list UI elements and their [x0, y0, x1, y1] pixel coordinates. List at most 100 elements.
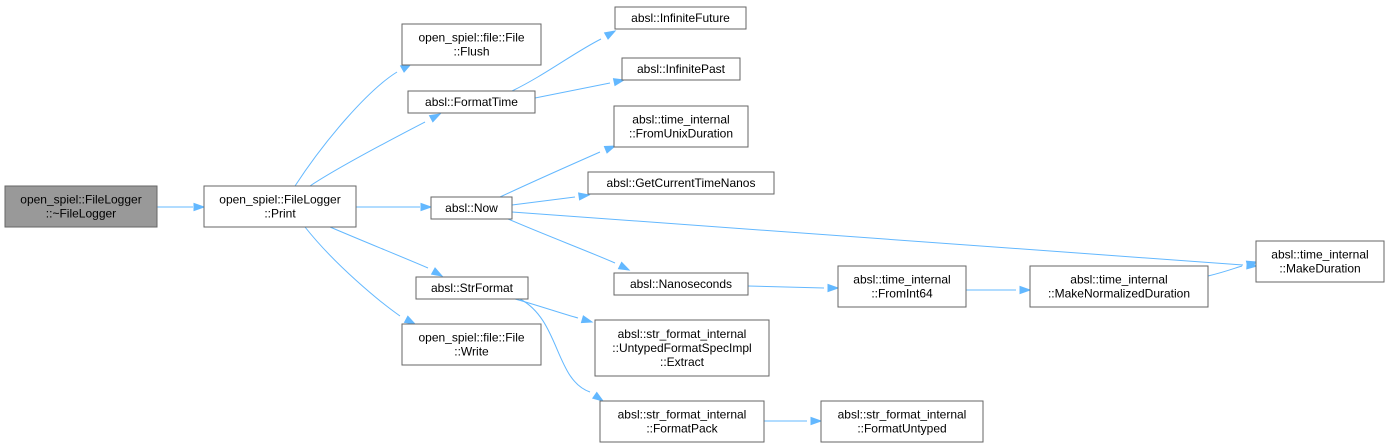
edge-now-to-getnanos [511, 192, 591, 206]
arrowhead-icon [193, 202, 206, 212]
node-box [401, 23, 542, 66]
node-print[interactable]: open_spiel::FileLogger::Print [203, 185, 357, 228]
edge-line [511, 211, 1244, 266]
node-label: absl::FormatTime [425, 95, 518, 109]
edge-line [304, 226, 401, 317]
edge-line [511, 196, 576, 206]
edge-print-to-strformat [329, 226, 444, 277]
node-label: open_spiel::file::File [418, 331, 524, 345]
node-flush[interactable]: open_spiel::file::File::Flush [401, 23, 542, 66]
node-label: ::FromUnixDuration [629, 127, 733, 141]
edge-fromint64-to-mknorm [966, 285, 1032, 295]
edge-line [1207, 265, 1243, 277]
node-fromint64[interactable]: absl::time_internal::FromInt64 [837, 265, 967, 308]
node-box [430, 196, 513, 220]
arrowhead-icon [1245, 260, 1259, 269]
node-getnanos[interactable]: absl::GetCurrentTimeNanos [587, 171, 775, 195]
node-fmtuntyped[interactable]: absl::str_format_internal::FormatUntyped [820, 400, 984, 443]
node-box [621, 57, 741, 81]
edge-line [309, 121, 426, 187]
node-label: absl::str_format_internal [618, 327, 747, 341]
arrowhead-icon [603, 30, 617, 40]
edge-fmtpack-to-fmtuntyped [764, 416, 823, 426]
edge-line [519, 298, 591, 393]
node-root: open_spiel::FileLogger::~FileLogger [4, 185, 158, 228]
node-strformat[interactable]: absl::StrFormat [415, 276, 529, 300]
arrowhead-icon [428, 113, 442, 123]
edge-root-to-print [157, 202, 206, 212]
node-fromunix[interactable]: absl::time_internal::FromUnixDuration [613, 105, 749, 148]
arrowhead-icon [580, 315, 594, 324]
node-label: ::Extract [660, 355, 705, 369]
arrowhead-icon [603, 145, 617, 154]
node-label: ::~FileLogger [46, 207, 116, 221]
node-label: absl::time_internal [1070, 273, 1167, 287]
edge-nanos-to-fromint64 [747, 283, 840, 293]
node-label: ::Flush [453, 45, 489, 59]
node-box [401, 323, 542, 366]
edge-line [499, 151, 601, 198]
node-fmtpack[interactable]: absl::str_format_internal::FormatPack [599, 400, 765, 443]
edge-strformat-to-fmtpack [519, 298, 605, 402]
edge-print-to-formattime [309, 113, 442, 187]
edge-print-to-write [304, 226, 417, 325]
arrowhead-icon [810, 416, 823, 426]
node-label: open_spiel::FileLogger [20, 193, 141, 207]
arrowhead-icon [612, 78, 626, 87]
arrowhead-icon [827, 283, 840, 293]
node-box [614, 6, 747, 30]
node-label: ::UntypedFormatSpecImpl [612, 341, 751, 355]
node-mkdur[interactable]: absl::time_internal::MakeDuration [1255, 240, 1385, 283]
edge-print-to-flush [294, 63, 413, 187]
node-box [594, 319, 770, 377]
edge-formattime-to-infpast [534, 78, 626, 99]
node-extract[interactable]: absl::str_format_internal::UntypedFormat… [594, 319, 770, 377]
arrowhead-icon [1019, 285, 1032, 295]
node-nanos[interactable]: absl::Nanoseconds [613, 272, 749, 296]
edge-line [514, 298, 579, 319]
edge-line [329, 226, 429, 269]
node-label: absl::Now [445, 201, 498, 215]
edge-line [511, 38, 602, 92]
node-box [613, 105, 749, 148]
node-label: absl::InfinitePast [637, 62, 726, 76]
node-box [1255, 240, 1385, 283]
node-label: open_spiel::file::File [418, 31, 524, 45]
node-box [837, 265, 967, 308]
node-now[interactable]: absl::Now [430, 196, 513, 220]
node-label: absl::GetCurrentTimeNanos [607, 176, 756, 190]
node-label: ::FormatPack [646, 422, 718, 436]
node-label: absl::time_internal [853, 273, 950, 287]
node-box [613, 272, 749, 296]
arrowhead-icon [578, 192, 591, 201]
arrowhead-icon [617, 261, 631, 271]
edges [157, 30, 1259, 426]
node-label: ::MakeDuration [1279, 262, 1360, 276]
edge-now-to-nanos [507, 218, 631, 271]
node-mknorm[interactable]: absl::time_internal::MakeNormalizedDurat… [1029, 265, 1209, 308]
edge-now-to-fromunix [499, 145, 617, 198]
edge-strformat-to-extract [514, 298, 594, 324]
node-label: open_spiel::FileLogger [219, 193, 340, 207]
edge-line [534, 82, 611, 99]
arrowhead-icon [430, 267, 444, 277]
node-label: absl::str_format_internal [618, 408, 747, 422]
node-infpast[interactable]: absl::InfinitePast [621, 57, 741, 81]
node-label: ::Write [454, 345, 489, 359]
node-write[interactable]: open_spiel::file::File::Write [401, 323, 542, 366]
edge-line [507, 218, 616, 264]
node-box [820, 400, 984, 443]
node-label: absl::time_internal [632, 113, 729, 127]
node-box [407, 90, 536, 114]
edge-line [747, 285, 825, 289]
arrowhead-icon [403, 315, 417, 325]
node-label: ::FromInt64 [871, 287, 933, 301]
node-label: absl::str_format_internal [838, 408, 967, 422]
node-box [4, 185, 158, 228]
node-inffuture[interactable]: absl::InfiniteFuture [614, 6, 747, 30]
node-formattime[interactable]: absl::FormatTime [407, 90, 536, 114]
edge-line [294, 71, 398, 187]
node-box [415, 276, 529, 300]
arrowhead-icon [420, 202, 433, 212]
